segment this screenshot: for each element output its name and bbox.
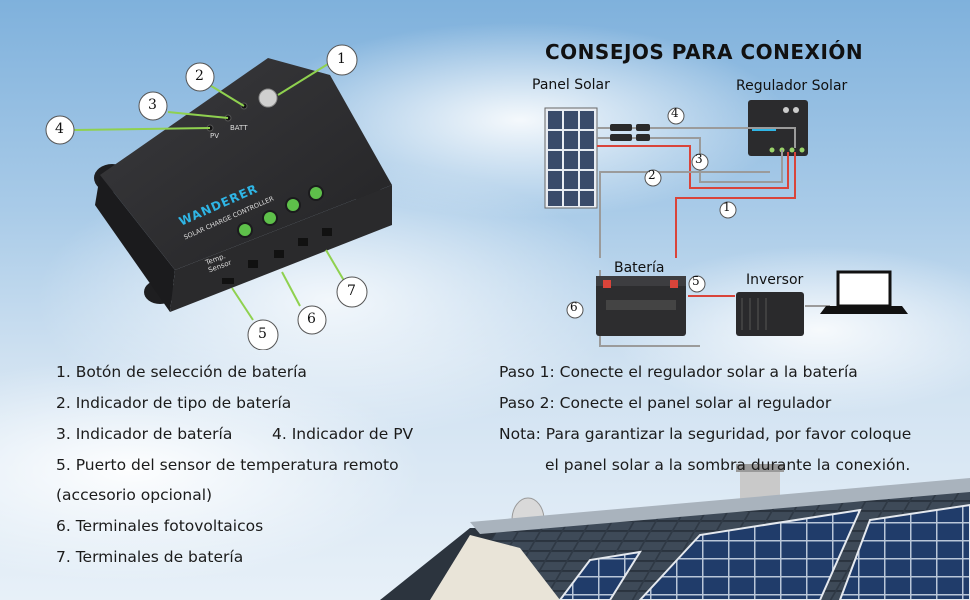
regulator-label: Regulador Solar bbox=[736, 78, 848, 94]
callout-5: 5 bbox=[258, 326, 267, 342]
legend-item-3: 3. Indicador de batería bbox=[56, 425, 233, 443]
charge-controller-illustration bbox=[45, 44, 392, 350]
wire-number-3: 3 bbox=[695, 152, 703, 166]
legend-item-6: 6. Terminales fotovoltaicos bbox=[56, 517, 264, 535]
safety-note-line-2: el panel solar a la sombra durante la co… bbox=[545, 456, 911, 474]
laptop-icon bbox=[820, 270, 908, 314]
wire-number-4: 4 bbox=[671, 106, 679, 120]
callout-7: 7 bbox=[347, 283, 356, 299]
page-title: CONSEJOS PARA CONEXIÓN bbox=[545, 40, 864, 64]
wire-number-6: 6 bbox=[570, 300, 578, 314]
callout-6: 6 bbox=[307, 311, 316, 327]
callout-2: 2 bbox=[195, 68, 204, 84]
safety-note-line-1: Nota: Para garantizar la seguridad, por … bbox=[499, 425, 912, 443]
device-pv-label: PV bbox=[210, 132, 220, 140]
callout-4: 4 bbox=[55, 121, 64, 137]
legend-item-4: 4. Indicador de PV bbox=[272, 425, 414, 443]
legend-item-7: 7. Terminales de batería bbox=[56, 548, 244, 566]
legend-item-5-note: (accesorio opcional) bbox=[56, 486, 213, 504]
battery-label: Batería bbox=[614, 260, 665, 276]
battery-icon bbox=[596, 276, 686, 336]
legend-item-2: 2. Indicador de tipo de batería bbox=[56, 394, 292, 412]
device-batt-label: BATT bbox=[230, 124, 248, 132]
step-1: Paso 1: Conecte el regulador solar a la … bbox=[499, 363, 858, 381]
callout-3: 3 bbox=[148, 97, 157, 113]
solar-panel-icon bbox=[544, 107, 598, 209]
inverter-label: Inversor bbox=[746, 272, 804, 288]
wire-number-5: 5 bbox=[692, 274, 700, 288]
legend-item-1: 1. Botón de selección de batería bbox=[56, 363, 307, 381]
solar-panel-label: Panel Solar bbox=[532, 77, 610, 93]
wire-number-2: 2 bbox=[648, 168, 656, 182]
battery-select-button bbox=[258, 88, 278, 108]
wire-number-1: 1 bbox=[723, 200, 731, 214]
inverter-icon bbox=[736, 292, 804, 336]
callout-1: 1 bbox=[337, 51, 346, 67]
step-2: Paso 2: Conecte el panel solar al regula… bbox=[499, 394, 832, 412]
legend-item-5: 5. Puerto del sensor de temperatura remo… bbox=[56, 456, 399, 474]
